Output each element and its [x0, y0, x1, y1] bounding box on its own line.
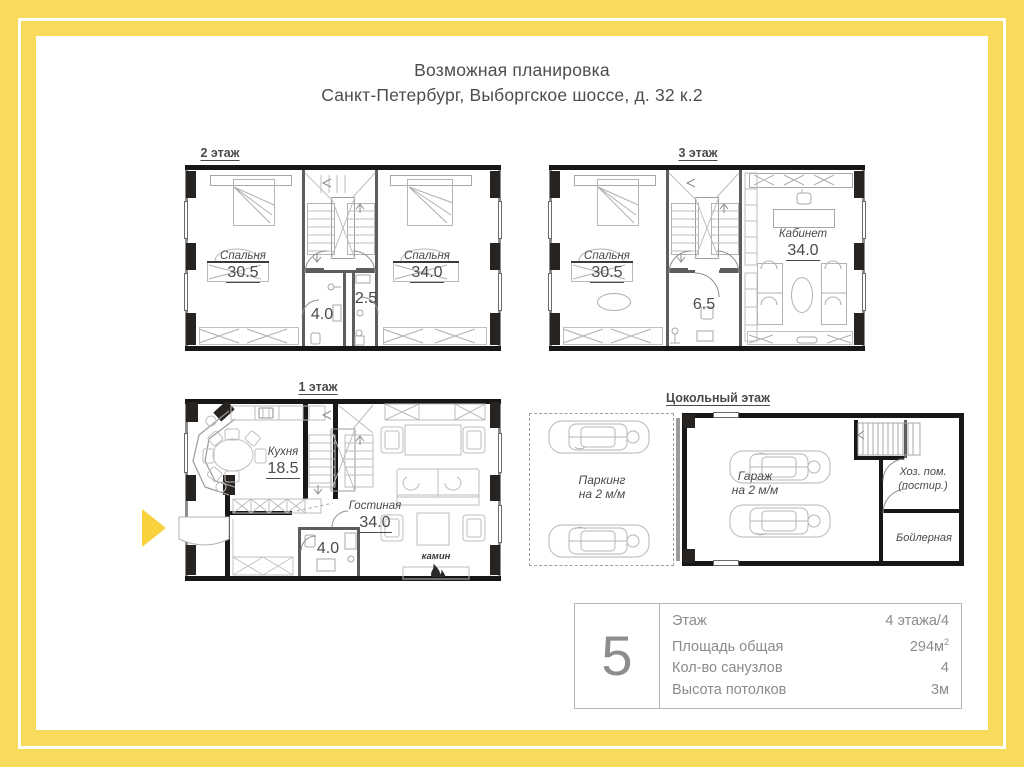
- info-rows: Этаж 4 этажа/4 Площадь общая 294м2 Кол-в…: [660, 604, 961, 708]
- room-utility: Хоз. пом. (постир.): [898, 466, 948, 492]
- info-value-area-number: 294м: [909, 638, 944, 655]
- floor-3-plan: Спальня 30.5 Кабинет 34.0 6.5: [548, 165, 866, 351]
- room-f1-bath: 4.0: [316, 540, 340, 557]
- info-row-bathrooms: Кол-во санузлов 4: [672, 658, 949, 680]
- parking-cars: [548, 420, 650, 558]
- room-f2-bath-2: 2.5: [354, 290, 378, 307]
- floor-2-plan: Спальня 30.5 Спальня 34.0 4.0 2.5: [184, 165, 502, 351]
- room-f3-bedroom: Спальня 30.5: [584, 250, 630, 283]
- room-f2-bath-1: 4.0: [310, 306, 334, 323]
- title-line-1: Возможная планировка: [414, 60, 610, 80]
- room-f3-bath: 6.5: [692, 296, 716, 313]
- info-label-floor: Этаж: [672, 612, 707, 629]
- info-row-area: Площадь общая 294м2: [672, 632, 949, 658]
- garage-linework: [729, 422, 921, 538]
- floor-2-linework: [198, 172, 476, 346]
- info-value-floor: 4 этажа/4: [885, 612, 949, 629]
- parking-area: Паркинг на 2 м/м: [529, 413, 674, 566]
- floor-3-label: 3 этаж: [678, 146, 718, 160]
- room-parking: Паркинг на 2 м/м: [578, 473, 626, 501]
- info-label-bathrooms: Кол-во санузлов: [672, 660, 783, 677]
- info-value-bathrooms: 4: [940, 660, 949, 677]
- info-label-area: Площадь общая: [672, 638, 784, 655]
- fireplace-label: камин: [421, 551, 451, 562]
- page-title: Возможная планировка Санкт-Петербург, Вы…: [36, 58, 988, 108]
- room-f2-bedroom-2: Спальня 34.0: [404, 250, 450, 283]
- room-f1-kitchen: Кухня 18.5: [266, 446, 300, 479]
- info-table: 5 Этаж 4 этажа/4 Площадь общая 294м2 Кол…: [574, 603, 962, 709]
- floor-2-label: 2 этаж: [200, 146, 240, 160]
- floor-1-plan: Кухня 18.5 Гостиная 34.0 4.0 камин: [178, 399, 502, 581]
- info-value-area: 294м2: [910, 632, 949, 658]
- badge-number: 5: [575, 604, 660, 708]
- floor-3-linework: [562, 172, 852, 344]
- info-row-ceiling: Высота потолков 3м: [672, 680, 949, 702]
- room-f2-bedroom-1: Спальня 30.5: [220, 250, 266, 283]
- floor-1-label: 1 этаж: [298, 380, 338, 394]
- basement-label: Цокольный этаж: [665, 391, 771, 405]
- room-garage: Гараж на 2 м/м: [731, 469, 779, 497]
- garage-plan: Гараж на 2 м/м Хоз. пом. (постир.) Бойле…: [676, 412, 964, 566]
- room-f3-study: Кабинет 34.0: [778, 228, 828, 261]
- info-row-floor: Этаж 4 этажа/4: [672, 611, 949, 633]
- entrance-arrow-icon: [142, 509, 166, 547]
- info-value-area-sup: 2: [943, 637, 949, 648]
- room-boiler: Бойлерная: [896, 532, 952, 544]
- content-panel: Возможная планировка Санкт-Петербург, Вы…: [36, 36, 988, 730]
- info-label-ceiling: Высота потолков: [672, 681, 787, 698]
- title-line-2: Санкт-Петербург, Выборгское шоссе, д. 32…: [321, 85, 703, 105]
- room-f1-living: Гостиная 34.0: [348, 500, 402, 533]
- info-value-ceiling: 3м: [930, 681, 949, 698]
- floor-1-linework: [178, 403, 486, 580]
